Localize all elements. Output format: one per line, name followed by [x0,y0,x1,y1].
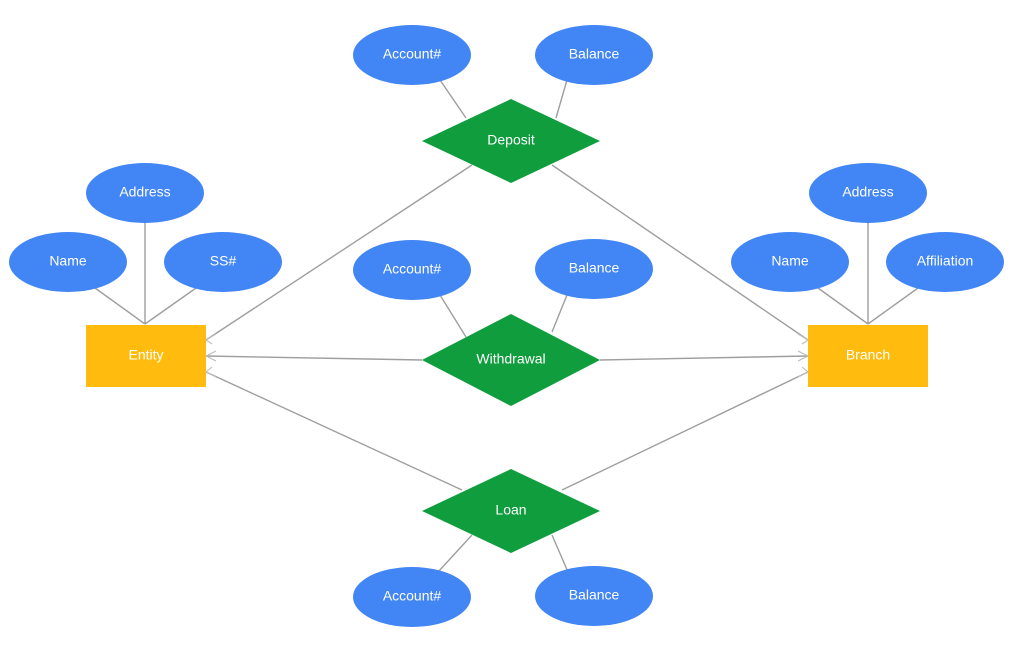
connector-withdrawal-balance [551,294,568,333]
attribute-entity-name-shape [9,232,127,292]
attribute-entity-ssn-shape [164,232,282,292]
attribute-withdrawal-balance[interactable]: Balance [535,239,653,299]
attribute-loan-balance[interactable]: Balance [535,566,653,626]
relationship-withdrawal-label: Withdrawal [476,351,545,367]
relationship-deposit-label: Deposit [487,132,535,148]
entity-entity[interactable]: Entity [86,325,206,387]
crowfoot-entity-deposit [204,333,217,345]
relationship-withdrawal[interactable]: Withdrawal [422,314,600,406]
attribute-loan-balance-shape [535,566,653,626]
connector-entity-loan [205,371,463,491]
crowfoot-branch-deposit [797,333,810,345]
attribute-deposit-balance-shape [535,25,653,85]
attribute-entity-ssn[interactable]: SS# [164,232,282,292]
entity-entity-label: Entity [128,347,163,363]
attribute-loan-account-shape [353,567,471,627]
connector-withdrawal-account [439,294,467,338]
connector-entity-deposit [205,164,473,341]
attribute-branch-name[interactable]: Name [731,232,849,292]
connector-branch-withdrawal [599,355,809,361]
attribute-branch-name-label: Name [771,253,809,269]
attribute-branch-address[interactable]: Address [809,163,927,223]
attribute-deposit-account[interactable]: Account# [353,25,471,85]
connectors [94,79,919,573]
relationship-loan[interactable]: Loan [422,469,600,553]
attribute-branch-affiliation-label: Affiliation [917,253,974,269]
connector-branch-deposit [551,164,809,341]
relationship-withdrawal-shape [422,314,600,406]
relationship-loan-label: Loan [495,502,526,518]
entity-branch[interactable]: Branch [808,325,928,387]
connector-branch-name [817,287,869,325]
entity-branch-box [808,325,928,387]
attribute-withdrawal-account-shape [353,240,471,300]
attribute-withdrawal-account-label: Account# [383,261,442,277]
connector-loan-account [437,534,473,573]
attribute-loan-account-label: Account# [383,588,442,604]
connector-loan-balance [551,534,569,573]
attribute-deposit-account-label: Account# [383,46,442,62]
relationship-deposit-shape [422,99,600,183]
attribute-branch-affiliation[interactable]: Affiliation [886,232,1004,292]
attribute-deposit-account-shape [353,25,471,85]
attribute-withdrawal-account[interactable]: Account# [353,240,471,300]
attribute-entity-ssn-label: SS# [210,253,237,269]
connector-branch-loan [561,371,809,491]
attribute-loan-account[interactable]: Account# [353,567,471,627]
relationship-loan-shape [422,469,600,553]
attribute-branch-affiliation-shape [886,232,1004,292]
attribute-branch-address-label: Address [842,184,893,200]
connector-deposit-balance [555,79,568,119]
connector-entity-ssn [144,287,197,325]
connector-branch-affiliation [867,287,919,325]
attribute-entity-name-label: Name [49,253,87,269]
attribute-loan-balance-label: Balance [569,587,620,603]
entity-entity-box [86,325,206,387]
attribute-entity-address-label: Address [119,184,170,200]
connector-entity-name [94,287,146,325]
entity-branch-label: Branch [846,347,890,363]
attribute-entity-address-shape [86,163,204,223]
attribute-branch-address-shape [809,163,927,223]
relationship-deposit[interactable]: Deposit [422,99,600,183]
attribute-deposit-balance[interactable]: Balance [535,25,653,85]
attribute-withdrawal-balance-label: Balance [569,260,620,276]
attribute-entity-address[interactable]: Address [86,163,204,223]
connector-entity-withdrawal [205,355,423,361]
attribute-entity-name[interactable]: Name [9,232,127,292]
attribute-deposit-balance-label: Balance [569,46,620,62]
attribute-withdrawal-balance-shape [535,239,653,299]
attribute-branch-name-shape [731,232,849,292]
connector-deposit-account [439,79,467,119]
